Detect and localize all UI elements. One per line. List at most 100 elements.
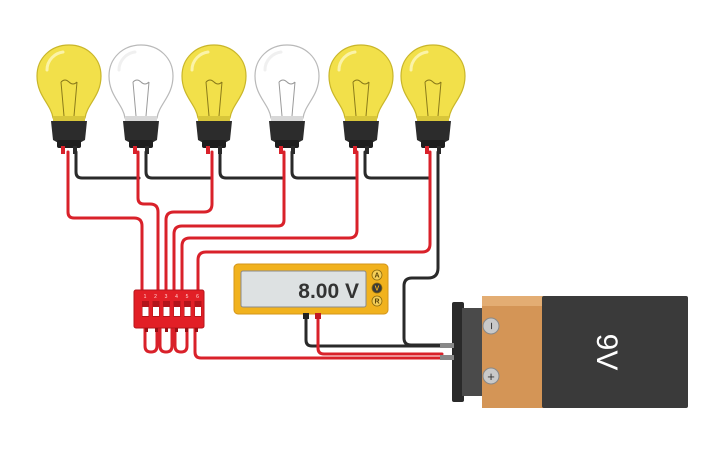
bulb-terminal-negative bbox=[145, 146, 149, 154]
bulb-filament bbox=[205, 79, 223, 117]
meter-red-socket bbox=[315, 313, 321, 319]
red-bulb-wires bbox=[66, 150, 432, 294]
bulb-filament bbox=[278, 79, 296, 117]
battery-negative-snap bbox=[482, 317, 500, 335]
bulb-row bbox=[36, 44, 466, 154]
dip-switch-toggle-5[interactable] bbox=[184, 301, 191, 317]
battery-voltage-label: 9V bbox=[590, 334, 623, 371]
battery-copper-highlight bbox=[482, 296, 544, 306]
bulb-filament bbox=[60, 79, 78, 117]
multimeter-mode-buttons[interactable]: AVR bbox=[371, 269, 383, 307]
battery-label-wrap bbox=[542, 296, 688, 408]
dip-switch-slider bbox=[174, 307, 180, 316]
dip-switch-slider bbox=[153, 307, 159, 316]
dip-switch-label-6: 6 bbox=[196, 294, 199, 300]
dip-switch-toggle-2[interactable] bbox=[152, 301, 160, 317]
bulb-socket-base bbox=[57, 140, 81, 148]
dip-switch-toggle-4[interactable] bbox=[173, 301, 181, 317]
bulb-filament bbox=[132, 79, 150, 117]
bulb-socket-base bbox=[349, 140, 373, 148]
dip-switch-pin bbox=[145, 328, 148, 332]
mode-button-circle bbox=[371, 295, 383, 307]
wires bbox=[66, 150, 444, 360]
bulb-socket bbox=[123, 121, 159, 145]
dip-switch-pin bbox=[175, 328, 178, 332]
bulb-terminal-positive bbox=[425, 146, 429, 154]
dip-switch-pin bbox=[155, 328, 158, 332]
dip-switch-label-3: 3 bbox=[165, 294, 168, 300]
mode-button-label: A bbox=[374, 273, 379, 280]
bulb-terminal-positive bbox=[61, 146, 65, 154]
multimeter[interactable]: 8.00 V AVR bbox=[233, 263, 389, 319]
bulb-socket-base bbox=[129, 140, 153, 148]
bulb-terminal-positive bbox=[353, 146, 357, 154]
dip-switch-label-2: 2 bbox=[154, 294, 157, 300]
dip-switch-toggle-1[interactable] bbox=[142, 301, 149, 317]
bulb-terminal-positive bbox=[206, 146, 210, 154]
bulb-socket-base bbox=[421, 140, 445, 148]
battery-9v[interactable]: − + 9V bbox=[440, 296, 688, 408]
meter-black-socket bbox=[303, 313, 309, 319]
bulb-terminal-positive bbox=[133, 146, 137, 154]
bulb-neck bbox=[53, 116, 85, 121]
bulb-neck bbox=[271, 116, 303, 121]
bulb-terminal-negative bbox=[365, 146, 369, 154]
bulb-filament bbox=[424, 79, 442, 117]
mode-button-label: R bbox=[374, 299, 379, 306]
dip-switch-slider bbox=[163, 307, 170, 316]
bulb-highlight bbox=[190, 50, 210, 72]
multimeter-screen bbox=[240, 270, 367, 308]
dip-switch-toggles[interactable] bbox=[142, 301, 202, 317]
bulb-highlight bbox=[117, 50, 137, 72]
bulb-neck bbox=[417, 116, 449, 121]
bulb-socket bbox=[196, 121, 232, 145]
battery-clip-cap bbox=[452, 302, 464, 402]
multimeter-mode-a-button[interactable]: A bbox=[371, 269, 383, 281]
battery-negative-terminal-lead bbox=[440, 343, 454, 348]
red-switch-loops bbox=[143, 326, 444, 360]
battery-positive-terminal-lead bbox=[440, 355, 454, 360]
battery-positive-snap bbox=[482, 367, 500, 385]
black-common-wire bbox=[74, 150, 444, 347]
bulb-terminal-negative bbox=[437, 146, 441, 154]
bulb-socket bbox=[415, 121, 451, 145]
dip-switch-pin bbox=[165, 328, 168, 332]
mode-button-circle bbox=[371, 269, 383, 281]
bulb-highlight bbox=[263, 50, 283, 72]
battery-copper-end bbox=[482, 296, 544, 408]
battery-negative-symbol: − bbox=[484, 322, 499, 330]
multimeter-mode-v-button[interactable]: V bbox=[371, 282, 383, 294]
light-bulb-3[interactable] bbox=[181, 44, 247, 154]
mode-button-label: V bbox=[375, 286, 380, 293]
bulb-neck bbox=[198, 116, 230, 121]
bulb-socket bbox=[269, 121, 305, 145]
light-bulb-2[interactable] bbox=[108, 44, 174, 154]
dip-switch-label-1: 1 bbox=[144, 294, 147, 300]
dip-switch-toggle-3[interactable] bbox=[163, 301, 170, 317]
light-bulb-4[interactable] bbox=[254, 44, 320, 154]
bulb-filament bbox=[352, 79, 370, 117]
dip-switch-slider bbox=[195, 307, 201, 316]
bulb-socket-base bbox=[275, 140, 299, 148]
bulb-terminal-negative bbox=[218, 146, 222, 154]
multimeter-mode-r-button[interactable]: R bbox=[371, 295, 383, 307]
dip-switch-pin bbox=[195, 328, 198, 332]
dip-switch-label-5: 5 bbox=[186, 294, 189, 300]
battery-positive-symbol: + bbox=[487, 369, 495, 384]
bulb-highlight bbox=[45, 50, 65, 72]
battery-terminal-block bbox=[462, 308, 482, 396]
bulb-terminal-negative bbox=[73, 146, 77, 154]
light-bulb-5[interactable] bbox=[328, 44, 394, 154]
dip-switch-toggle-6[interactable] bbox=[194, 301, 202, 317]
light-bulb-1[interactable] bbox=[36, 44, 102, 154]
bulb-neck bbox=[345, 116, 377, 121]
light-bulb-6[interactable] bbox=[400, 44, 466, 154]
bulb-terminal-negative bbox=[291, 146, 295, 154]
meter-black-lead bbox=[304, 314, 444, 348]
bulb-neck bbox=[125, 116, 157, 121]
bulb-socket bbox=[51, 121, 87, 145]
dip-switch-slider bbox=[142, 307, 149, 316]
meter-red-lead bbox=[316, 314, 444, 356]
